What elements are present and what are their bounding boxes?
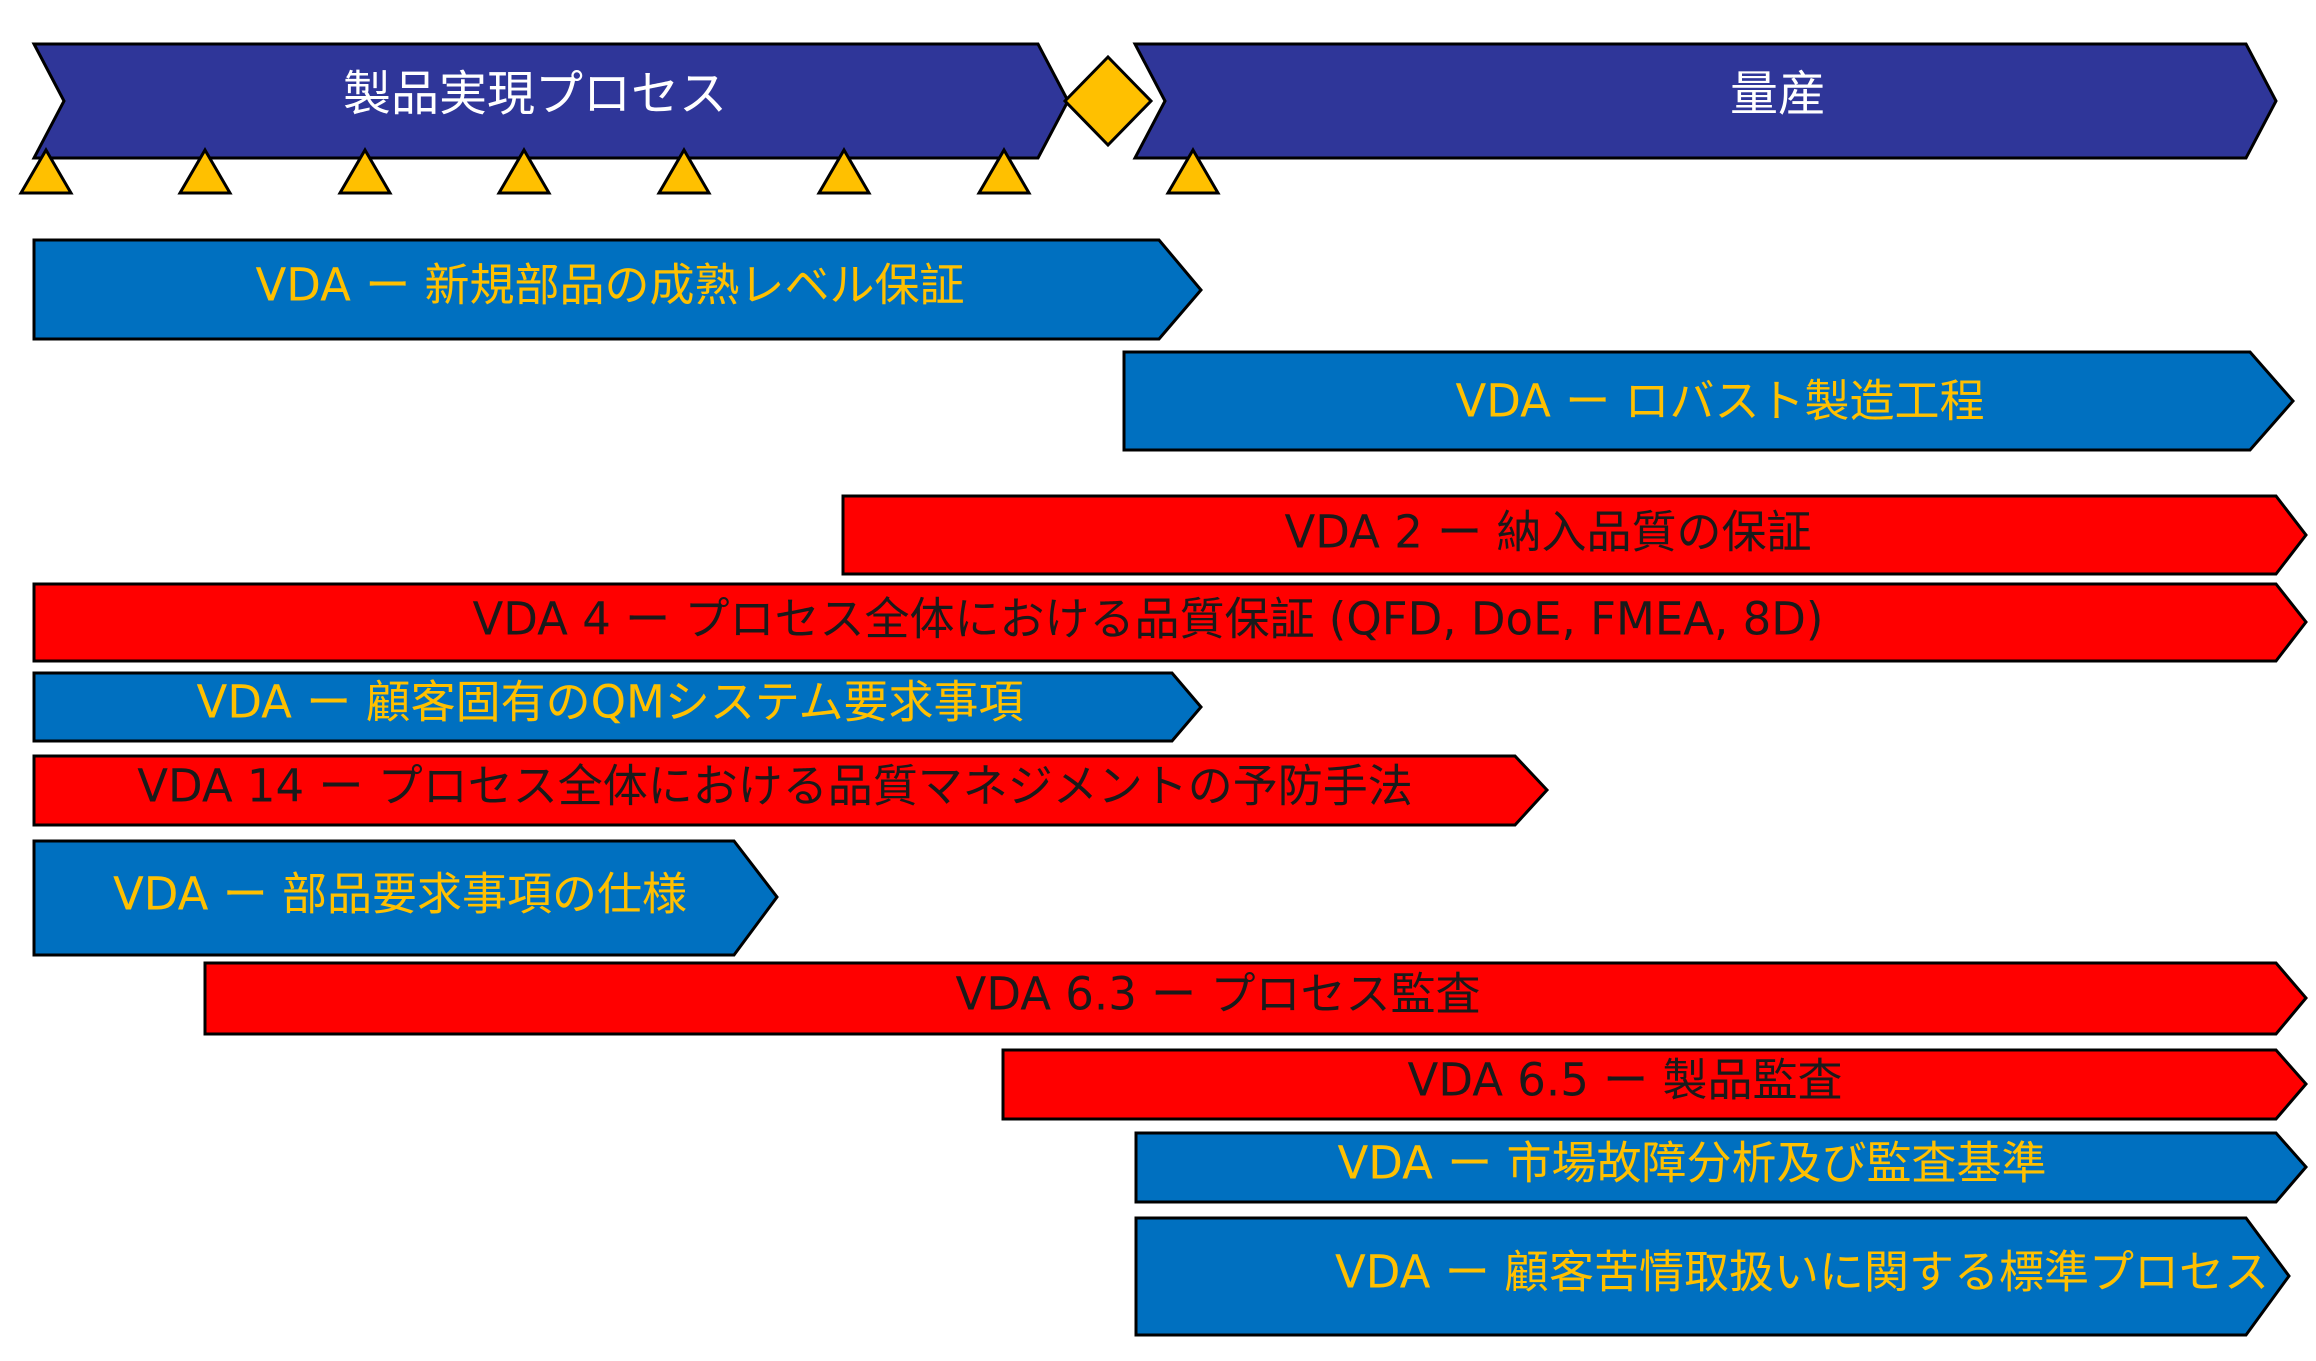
bar-part-spec-arrow bbox=[32, 839, 779, 957]
phase-realization-label: 製品実現プロセス bbox=[343, 66, 727, 122]
bar-vda63-label: VDA 6.3 ー プロセス監査 bbox=[956, 968, 1481, 1021]
bar-vda2: VDA 2 ー 納入品質の保証 bbox=[841, 494, 2308, 576]
bar-field-failure-arrow bbox=[1134, 1131, 2308, 1204]
milestone-markers bbox=[18, 147, 1221, 195]
milestone-triangle bbox=[18, 147, 74, 195]
vda-standards: VDA ー 新規部品の成熟レベル保証 VDA ー ロバスト製造工程 VDA 2 … bbox=[32, 238, 2308, 1337]
bar-complaint-label: VDA ー 顧客苦情取扱いに関する標準プロセス bbox=[1335, 1246, 2269, 1299]
bar-vda4: VDA 4 ー プロセス全体における品質保証 (QFD, DoE, FMEA, … bbox=[32, 582, 2308, 663]
bar-vda2-label: VDA 2 ー 納入品質の保証 bbox=[1285, 506, 1812, 559]
bar-customer-qm-arrow bbox=[32, 671, 1203, 743]
bar-maturity-arrow bbox=[32, 238, 1203, 341]
bar-field-failure: VDA ー 市場故障分析及び監査基準 bbox=[1134, 1131, 2308, 1204]
phase-realization-arrow bbox=[31, 42, 1070, 160]
phase-series: 量産 bbox=[1132, 42, 2278, 160]
bar-complaint: VDA ー 顧客苦情取扱いに関する標準プロセス bbox=[1134, 1216, 2291, 1337]
bar-vda65: VDA 6.5 ー 製品監査 bbox=[1001, 1048, 2308, 1121]
bar-vda65-label: VDA 6.5 ー 製品監査 bbox=[1408, 1054, 1843, 1107]
bar-part-spec-label: VDA ー 部品要求事項の仕様 bbox=[113, 868, 687, 921]
milestone-triangle bbox=[656, 147, 712, 195]
bar-complaint-arrow bbox=[1134, 1216, 2291, 1337]
bar-vda63: VDA 6.3 ー プロセス監査 bbox=[203, 961, 2308, 1036]
bar-vda65-arrow bbox=[1001, 1048, 2308, 1121]
bar-vda14: VDA 14 ー プロセス全体における品質マネジメントの予防手法 bbox=[32, 754, 1550, 827]
milestone-triangle bbox=[1165, 147, 1221, 195]
bar-robust-arrow bbox=[1122, 350, 2295, 452]
bar-customer-qm: VDA ー 顧客固有のQMシステム要求事項 bbox=[32, 671, 1203, 743]
phase-realization: 製品実現プロセス bbox=[31, 42, 1070, 160]
phase-series-arrow bbox=[1132, 42, 2278, 160]
bar-robust-label: VDA ー ロバスト製造工程 bbox=[1455, 375, 1984, 428]
bar-robust: VDA ー ロバスト製造工程 bbox=[1122, 350, 2295, 452]
phase-series-label: 量産 bbox=[1730, 66, 1826, 122]
gate-diamond bbox=[1062, 54, 1154, 148]
bar-vda4-arrow bbox=[32, 582, 2308, 663]
milestone-triangle bbox=[496, 147, 552, 195]
milestone-triangle bbox=[337, 147, 393, 195]
bar-part-spec: VDA ー 部品要求事項の仕様 bbox=[32, 839, 779, 957]
bar-vda14-label: VDA 14 ー プロセス全体における品質マネジメントの予防手法 bbox=[137, 760, 1413, 813]
bar-maturity-label: VDA ー 新規部品の成熟レベル保証 bbox=[255, 259, 964, 312]
milestone-triangle bbox=[177, 147, 233, 195]
bar-customer-qm-label: VDA ー 顧客固有のQMシステム要求事項 bbox=[197, 676, 1024, 729]
bar-vda4-label: VDA 4 ー プロセス全体における品質保証 (QFD, DoE, FMEA, … bbox=[473, 593, 1824, 646]
bar-maturity: VDA ー 新規部品の成熟レベル保証 bbox=[32, 238, 1203, 341]
milestone-triangle bbox=[816, 147, 872, 195]
bar-vda14-arrow bbox=[32, 754, 1550, 827]
milestone-triangle bbox=[976, 147, 1032, 195]
bar-vda2-arrow bbox=[841, 494, 2308, 576]
bar-vda63-arrow bbox=[203, 961, 2308, 1036]
bar-field-failure-label: VDA ー 市場故障分析及び監査基準 bbox=[1337, 1137, 2046, 1190]
